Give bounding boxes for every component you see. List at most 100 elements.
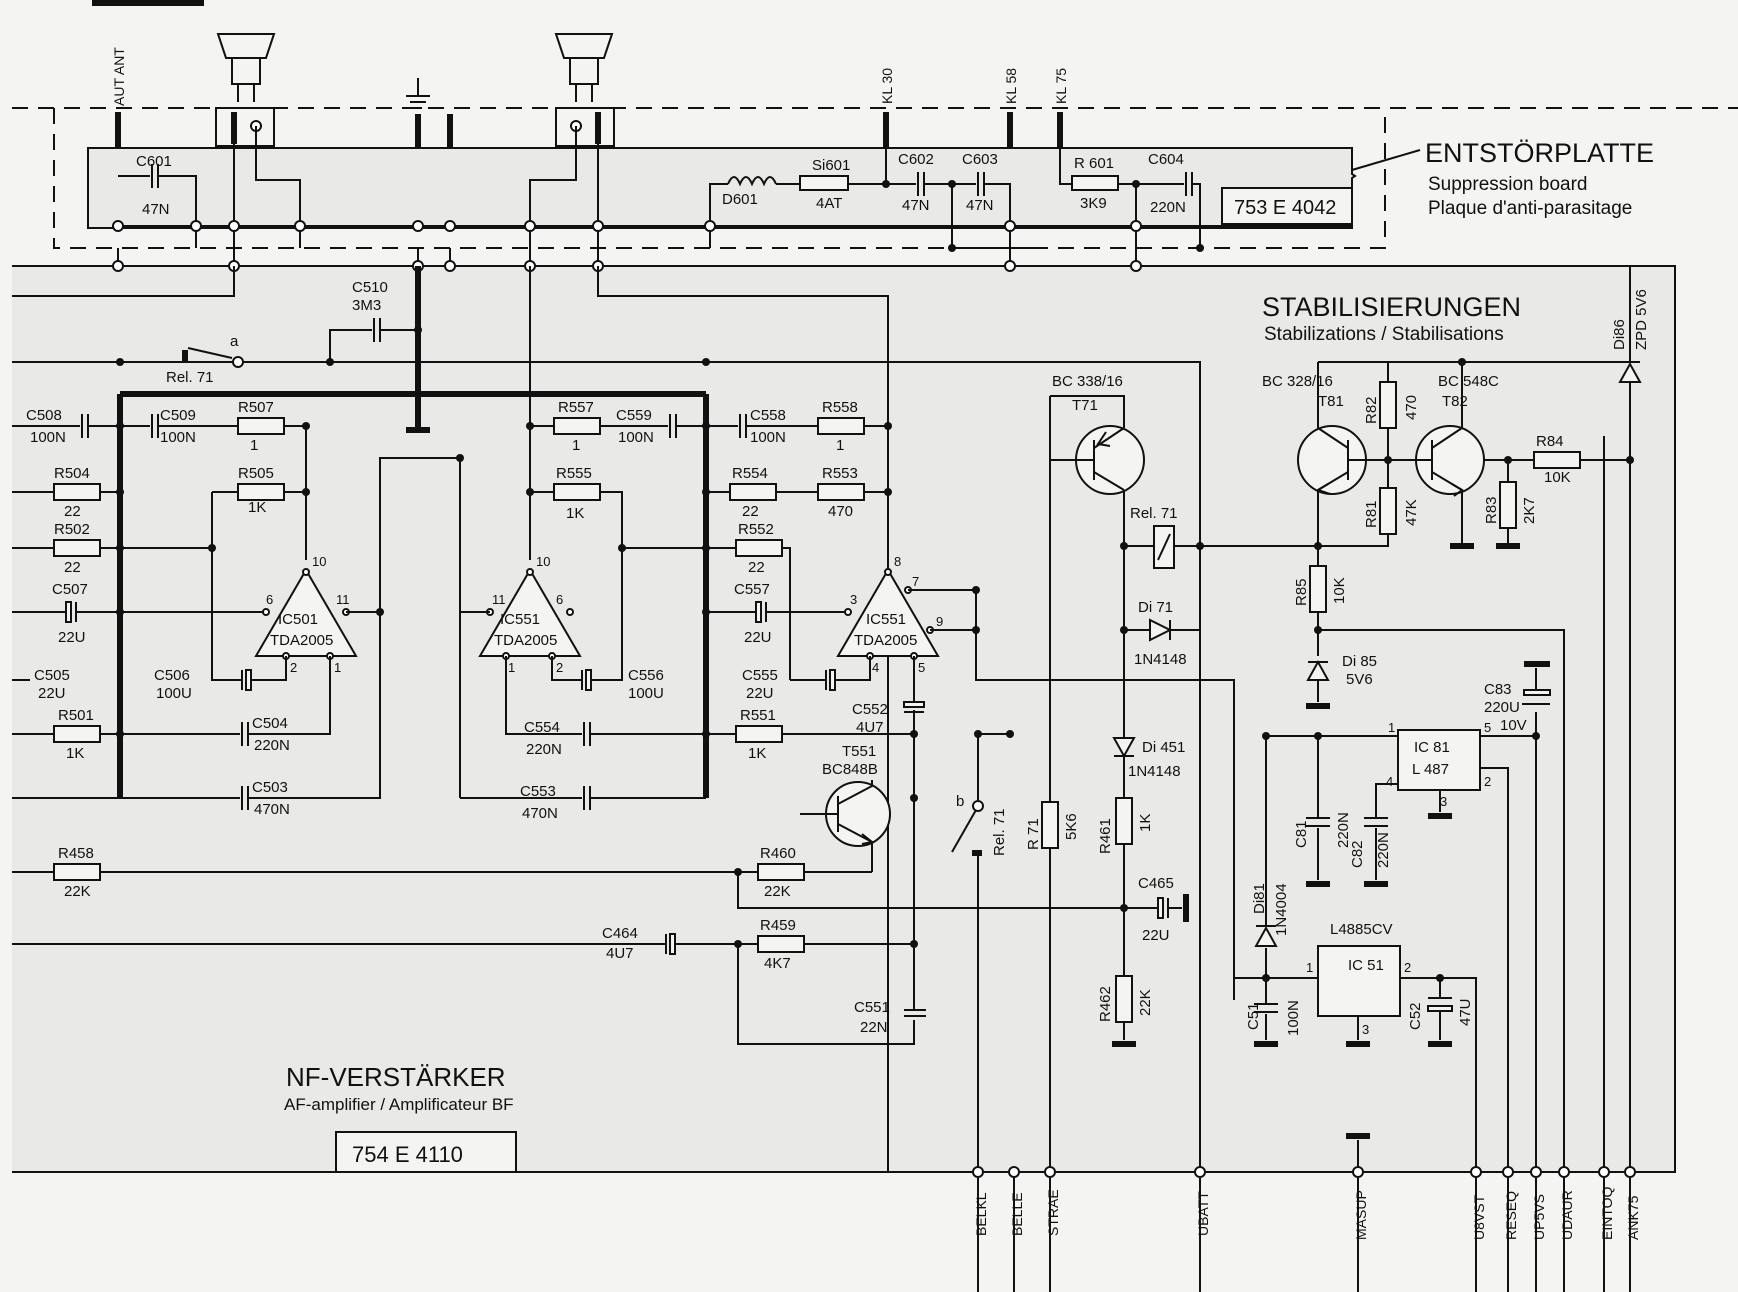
capacitor-c555: C555 22U: [742, 656, 871, 702]
svg-text:R553: R553: [822, 465, 858, 482]
svg-text:6: 6: [556, 592, 563, 607]
resistor-r81: R81 47K: [1318, 487, 1420, 547]
capacitor-c558: C558 100N: [706, 407, 818, 446]
svg-text:4: 4: [1386, 774, 1393, 789]
svg-text:C552: C552: [852, 701, 888, 718]
af-part-number-box: [335, 1131, 517, 1173]
resistor-r85: R85 10K: [1293, 546, 1348, 656]
svg-text:R554: R554: [732, 465, 768, 482]
svg-text:1: 1: [1306, 960, 1313, 975]
svg-text:100U: 100U: [156, 685, 192, 702]
label-aut-ant: AUT ANT: [111, 47, 127, 106]
capacitor-c553: C553 470N: [460, 783, 706, 822]
svg-text:C507: C507: [52, 581, 88, 598]
svg-text:BC 338/16: BC 338/16: [1052, 373, 1123, 390]
capacitor-c52: C52 47U: [1407, 978, 1474, 1047]
svg-text:R507: R507: [238, 399, 274, 416]
svg-text:EINTOQ: EINTOQ: [1599, 1186, 1615, 1240]
svg-text:100N: 100N: [30, 429, 66, 446]
speaker-left-wire: [255, 126, 301, 248]
svg-text:R81: R81: [1363, 500, 1380, 528]
svg-text:4: 4: [872, 660, 879, 675]
svg-text:Di 85: Di 85: [1342, 653, 1377, 670]
bottom-connectors: BELKL BELLE STRAE UBATT MASUP U8VST: [972, 1166, 1641, 1292]
resistor-r551: R551 1K: [706, 707, 914, 762]
svg-text:22: 22: [64, 559, 81, 576]
svg-text:4AT: 4AT: [816, 195, 842, 212]
svg-text:220N: 220N: [1375, 832, 1392, 868]
wire-r85-up5vs: [1318, 629, 1565, 1172]
svg-text:R 601: R 601: [1074, 155, 1114, 172]
svg-text:RESEQ: RESEQ: [1503, 1191, 1519, 1240]
svg-text:220U: 220U: [1484, 699, 1520, 716]
resistor-r555: R555 1K: [530, 465, 706, 549]
svg-text:C510: C510: [352, 279, 388, 296]
zener-di85: Di 85 5V6: [1306, 653, 1377, 709]
svg-text:L 487: L 487: [1412, 761, 1449, 778]
svg-text:BC 328/16: BC 328/16: [1262, 373, 1333, 390]
resistor-r83: R83 2K7: [1483, 460, 1538, 549]
svg-text:2: 2: [556, 660, 563, 675]
svg-text:47N: 47N: [902, 197, 930, 214]
connector-u8vst: U8VST: [1470, 1166, 1487, 1292]
board-title: ENTSTÖRPLATTE: [1425, 138, 1654, 168]
diode-di86: Di86 ZPD 5V6: [1611, 266, 1650, 1172]
svg-text:C551: C551: [854, 999, 890, 1016]
svg-text:C464: C464: [602, 925, 638, 942]
wire-ic551r-out: [908, 589, 1235, 1000]
svg-text:22K: 22K: [1137, 989, 1154, 1016]
svg-text:4K7: 4K7: [764, 955, 791, 972]
connector-ubatt: UBATT: [1194, 1166, 1211, 1292]
wire-ic51-out: [1400, 977, 1477, 1172]
ground-symbol: [406, 78, 453, 148]
svg-text:R502: R502: [54, 521, 90, 538]
svg-text:6: 6: [266, 592, 273, 607]
svg-text:T551: T551: [842, 743, 876, 760]
svg-text:D601: D601: [722, 191, 758, 208]
svg-text:10V: 10V: [1500, 717, 1527, 734]
svg-text:100N: 100N: [750, 429, 786, 446]
ground-bus: [117, 266, 709, 798]
svg-text:Rel. 71: Rel. 71: [166, 369, 214, 386]
c504-ref: C504: [252, 715, 288, 732]
svg-text:T82: T82: [1442, 393, 1468, 410]
capacitor-c503: C503 470N: [12, 612, 381, 818]
speaker-right: [554, 33, 615, 147]
capacitor-c509: C509 100N: [120, 407, 238, 446]
capacitor-c508: C508 100N: [12, 407, 120, 446]
svg-text:ZPD 5V6: ZPD 5V6: [1633, 289, 1650, 350]
af-subtitle: AF-amplifier / Amplificateur BF: [284, 1095, 514, 1114]
svg-text:5V6: 5V6: [1346, 671, 1373, 688]
main-junctions: [116, 422, 1014, 948]
svg-text:1: 1: [836, 437, 844, 454]
svg-text:TDA2005: TDA2005: [494, 632, 557, 649]
svg-text:2: 2: [1404, 960, 1411, 975]
svg-text:1K: 1K: [748, 745, 766, 762]
capacitor-c554: C554 220N: [505, 656, 706, 758]
svg-text:R462: R462: [1097, 986, 1114, 1022]
svg-text:1K: 1K: [66, 745, 84, 762]
resistor-r557: R557 1: [529, 266, 622, 560]
svg-text:C555: C555: [742, 667, 778, 684]
board-junctions: [112, 180, 1204, 252]
capacitor-c464: C464 4U7: [12, 925, 738, 962]
svg-text:R85: R85: [1293, 578, 1310, 606]
resistor-r71: R 71 5K6: [1025, 734, 1080, 1172]
svg-text:22N: 22N: [860, 1019, 888, 1036]
resistor-r554: R554 22: [706, 465, 818, 520]
svg-text:Di 451: Di 451: [1142, 739, 1185, 756]
af-part-number: 754 E 4110: [352, 1142, 463, 1167]
svg-text:C554: C554: [524, 719, 560, 736]
wire-spk-left-out: [12, 266, 235, 297]
svg-text:R505: R505: [238, 465, 274, 482]
resistor-r460: R460 22K: [738, 845, 872, 900]
svg-text:5: 5: [1484, 720, 1491, 735]
svg-text:U8VST: U8VST: [1471, 1194, 1487, 1240]
svg-text:22K: 22K: [764, 883, 791, 900]
svg-text:3: 3: [1440, 794, 1447, 809]
transistor-t551: T551 BC848B: [800, 743, 891, 872]
svg-text:10K: 10K: [1544, 469, 1571, 486]
